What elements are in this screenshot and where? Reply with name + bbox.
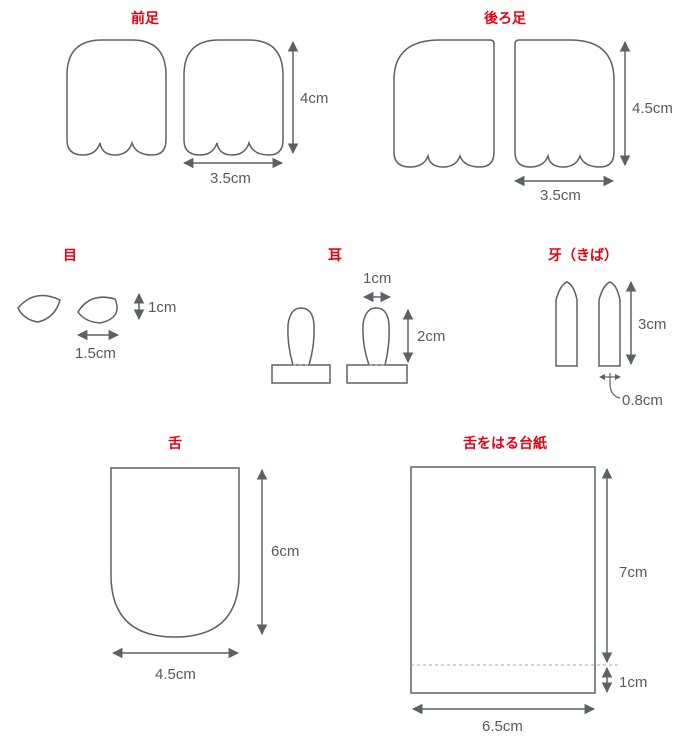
back-legs-width-label: 3.5cm [540, 187, 581, 204]
front-leg-piece-right [183, 39, 284, 156]
fang-width-arrows [599, 374, 621, 380]
tongue-height-label: 6cm [271, 543, 300, 560]
front-legs-width-label: 3.5cm [210, 170, 251, 187]
eye-piece-right [77, 296, 118, 324]
eyes-width-label: 1.5cm [75, 345, 116, 362]
eyes-height-label: 1cm [148, 299, 177, 316]
back-leg-piece-right [514, 39, 615, 168]
ear-piece-right [362, 307, 390, 366]
fang-piece-right [598, 281, 621, 367]
tongue-piece [110, 467, 240, 638]
board-height-label: 7cm [619, 564, 648, 581]
ears-height-label: 2cm [417, 328, 446, 345]
back-legs-height-label: 4.5cm [632, 100, 673, 117]
tongue-board-title: 舌をはる台紙 [463, 436, 547, 452]
ears-width-label: 1cm [363, 270, 392, 287]
ear-base-right [346, 364, 408, 384]
board-fold-label: 1cm [619, 674, 648, 691]
front-legs-height-label: 4cm [300, 90, 329, 107]
fangs-width-label: 0.8cm [622, 392, 663, 409]
ears-title: 耳 [328, 248, 342, 264]
back-leg-piece-left [393, 39, 495, 168]
tongue-board-piece [410, 466, 596, 694]
fangs-height-label: 3cm [638, 316, 667, 333]
fangs-title: 牙（きば） [548, 248, 618, 264]
eye-piece-left [17, 294, 61, 323]
tongue-title: 舌 [168, 436, 182, 452]
ear-base-left [271, 364, 331, 384]
front-leg-piece-left [66, 39, 167, 156]
ear-piece-left [287, 307, 315, 366]
fang-piece-left [555, 281, 578, 367]
fang-leader-line [609, 382, 621, 399]
eyes-title: 目 [63, 248, 77, 264]
board-width-label: 6.5cm [482, 718, 523, 735]
back-legs-title: 後ろ足 [484, 11, 526, 27]
front-legs-title: 前足 [131, 11, 159, 27]
tongue-width-label: 4.5cm [155, 666, 196, 683]
